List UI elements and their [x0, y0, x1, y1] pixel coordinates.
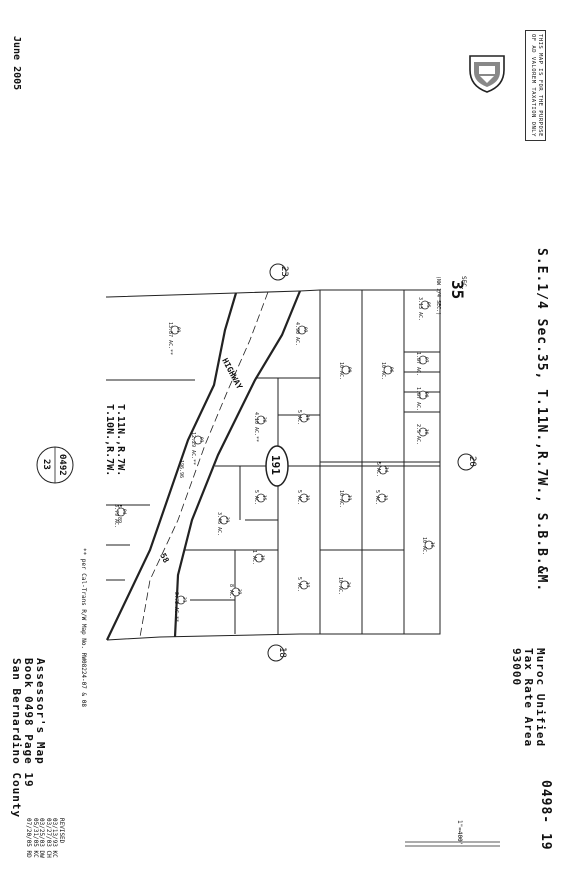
parcel-acreage: 5 AC.	[296, 490, 302, 505]
parcel-acreage: 5 AC.	[296, 577, 302, 592]
parcel-acreage: 3.79 AC.	[113, 504, 119, 528]
parcel-04: 043.79 AC.	[113, 504, 127, 528]
county-seal-icon	[464, 52, 510, 94]
parcel-12: 125 AC.	[296, 490, 310, 505]
corner-label: 23	[279, 266, 289, 277]
parcel-acreage: 1 AC.	[251, 550, 257, 565]
parcel-acreage: 4.90 AC.	[294, 322, 300, 346]
parcel-number: 07	[423, 357, 429, 363]
parcel-19: 195 AC.	[296, 410, 310, 425]
parcel-acreage: 10 AC.	[338, 362, 344, 380]
page-reference-oval: 191	[265, 445, 289, 487]
parcel-number: 06	[388, 367, 394, 373]
parcel-number: 23	[181, 597, 187, 603]
parcel-23: 232.78 AC.**	[173, 592, 187, 622]
parcel-02: 024.90 AC.	[294, 322, 308, 346]
parcel-22: 228 AC.	[228, 584, 242, 599]
parcel-acreage: 2.5 AC.	[415, 424, 421, 445]
parcel-number: 16	[429, 542, 435, 548]
parcel-number: 19	[304, 415, 310, 421]
corner-label: 18	[277, 647, 287, 658]
parcel-number: 24	[345, 582, 351, 588]
parcel-15: 155 AC.	[253, 490, 267, 505]
parcel-number: 12	[304, 495, 310, 501]
parcel-number: 14	[383, 467, 389, 473]
corner-marker-nw: 23	[269, 263, 289, 281]
parcel-13: 135 AC.	[374, 490, 388, 505]
parcel-acreage: 1.87 AC.	[415, 352, 421, 376]
parcel-acreage: 3.13 AC.	[417, 297, 423, 321]
parcel-21: 213.46 AC.	[216, 512, 230, 536]
parcel-number: 21	[224, 517, 230, 523]
section-subtitle: (NW 1/4 SEC.)	[435, 276, 441, 315]
section-prefix: SEC.	[460, 276, 467, 290]
parcel-boundaries	[106, 289, 441, 641]
parcel-acreage: 3.46 AC.	[216, 512, 222, 536]
book-ref-bottom: 23	[41, 459, 51, 470]
parcel-acreage: 5 AC.	[253, 490, 259, 505]
parcel-number: 18	[259, 555, 265, 561]
parcel-number: 15	[261, 495, 267, 501]
parcel-number: 10	[423, 429, 429, 435]
parcel-number: 01	[175, 327, 181, 333]
parcel-number: 13	[382, 495, 388, 501]
parcel-number: 22	[236, 589, 242, 595]
parcel-08: 081.87 AC.	[415, 387, 429, 411]
parcel-07: 071.87 AC.	[415, 352, 429, 376]
parcel-number: 03	[198, 437, 204, 443]
parcel-number: 09	[346, 367, 352, 373]
parcel-acreage: 12.29 AC.**	[190, 432, 196, 465]
parcel-acreage: 1.87 AC.	[415, 387, 421, 411]
parcel-number: 17	[304, 582, 310, 588]
scale-label: 1"=400'	[456, 820, 463, 845]
parcel-number: 11	[346, 495, 352, 501]
book-reference-oval: 0492 23	[36, 446, 74, 484]
parcel-05: 053.13 AC.	[417, 297, 431, 321]
parcel-10: 102.5 AC.	[415, 424, 429, 445]
parcel-18: 181 AC.	[251, 550, 265, 565]
parcel-acreage: 10 AC.	[380, 362, 386, 380]
book-ref-top: 0492	[57, 454, 67, 476]
parcel-acreage: 10 AC.	[338, 490, 344, 508]
parcel-20: 204.10 AC.**	[253, 412, 267, 442]
parcel-number: 08	[423, 392, 429, 398]
parcel-number: 20	[261, 417, 267, 423]
parcel-acreage: 13.87 AC.**	[167, 322, 173, 355]
parcel-14: 145 AC.	[375, 462, 389, 477]
corner-label: 20	[467, 456, 477, 467]
parcel-acreage: 2.78 AC.**	[173, 592, 179, 622]
parcel-17: 175 AC.	[296, 577, 310, 592]
section-number: 35	[448, 280, 467, 299]
parcel-number: 02	[302, 327, 308, 333]
dimension-label: 196.96	[178, 460, 184, 478]
corner-marker-sw: 18	[267, 644, 287, 662]
parcel-acreage: 5 AC.	[374, 490, 380, 505]
corner-markers: 23 20 18	[267, 263, 477, 662]
north-arrow-scale: 1"=400'	[405, 820, 500, 847]
parcel-acreage: 4.10 AC.**	[253, 412, 259, 442]
parcel-acreage: 5 AC.	[296, 410, 302, 425]
page-ref-number: 191	[269, 455, 282, 475]
parcel-acreage: 5 AC.	[375, 462, 381, 477]
parcel-number: 05	[425, 302, 431, 308]
parcel-acreage: 10 AC.	[421, 537, 427, 555]
route-number-label: 58	[158, 552, 171, 565]
parcel-acreage: 8 AC.	[228, 584, 234, 599]
parcel-acreage: 10 AC.	[337, 577, 343, 595]
corner-marker-ne: 20	[457, 453, 477, 471]
parcel-number: 04	[121, 509, 127, 515]
